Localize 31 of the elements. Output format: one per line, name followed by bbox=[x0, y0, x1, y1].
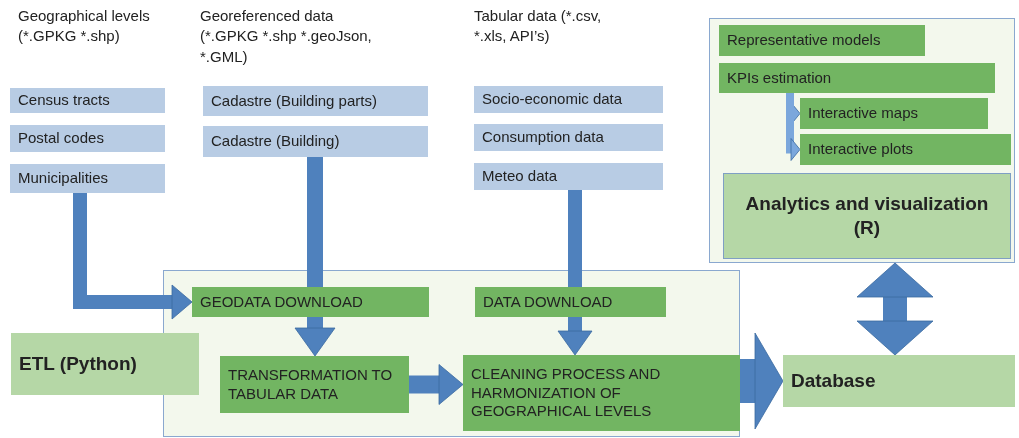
column-heading: Georeferenced data (*.GPKG *.shp *.geoJson, *.GML) bbox=[200, 6, 373, 67]
block-arrow bbox=[294, 317, 336, 357]
source-box: Census tracts bbox=[10, 88, 165, 113]
source-box: Meteo data bbox=[474, 163, 663, 190]
block-arrow bbox=[73, 193, 193, 320]
column-heading: Geographical levels (*.GPKG *.shp) bbox=[18, 6, 151, 47]
process-box: KPIs estimation bbox=[719, 63, 995, 93]
process-box: Interactive plots bbox=[800, 134, 1011, 165]
module-box: Analytics and visualization (R) bbox=[723, 173, 1011, 259]
column-heading: Tabular data (*.csv, *.xls, API’s) bbox=[474, 6, 603, 47]
block-arrow bbox=[740, 332, 784, 430]
source-box: Consumption data bbox=[474, 124, 663, 151]
module-box: ETL (Python) bbox=[11, 333, 199, 395]
group-panel bbox=[709, 18, 1015, 263]
process-box: Interactive maps bbox=[800, 98, 988, 129]
source-box: Cadastre (Building parts) bbox=[203, 86, 428, 116]
block-arrow bbox=[409, 364, 464, 405]
block-arrow bbox=[786, 93, 801, 161]
group-panel bbox=[163, 270, 740, 437]
source-box: Postal codes bbox=[10, 125, 165, 152]
process-box: TRANSFORMATION TO TABULAR DATA bbox=[220, 356, 409, 413]
process-box: GEODATA DOWNLOAD bbox=[192, 287, 429, 317]
source-box: Municipalities bbox=[10, 164, 165, 193]
process-box: DATA DOWNLOAD bbox=[475, 287, 666, 317]
module-box: Database bbox=[783, 355, 1015, 407]
source-box: Socio-economic data bbox=[474, 86, 663, 113]
block-arrow bbox=[557, 317, 593, 356]
process-box: Representative models bbox=[719, 25, 925, 56]
block-arrow bbox=[856, 262, 934, 356]
source-box: Cadastre (Building) bbox=[203, 126, 428, 157]
process-box: CLEANING PROCESS AND HARMONIZATION OF GEOGRAPHICAL LEVELS bbox=[463, 355, 740, 431]
